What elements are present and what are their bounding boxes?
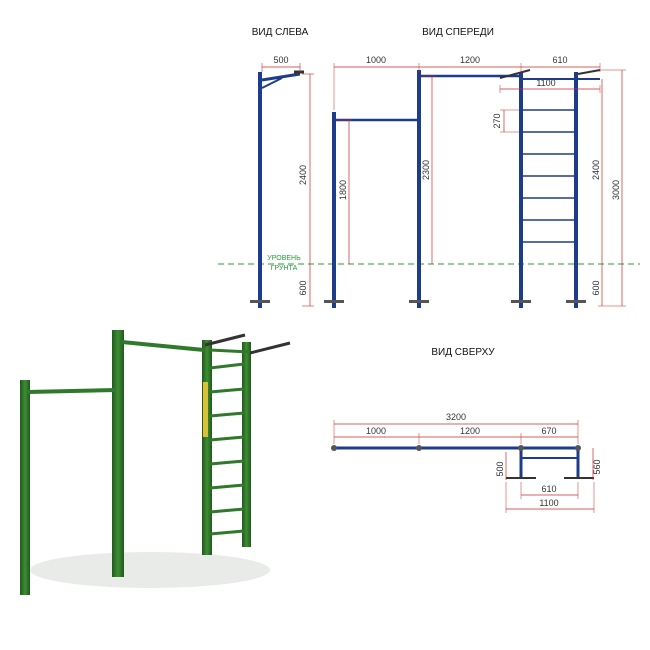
dim-front-w2: 1200 (460, 55, 480, 65)
dim-top-total: 3200 (446, 412, 466, 422)
top-view-title: ВИД СВЕРХУ (431, 347, 495, 358)
dim-left-width: 500 (273, 55, 288, 65)
dim-front-h-3000: 3000 (611, 180, 621, 200)
dim-top-b1: 610 (541, 484, 556, 494)
left-view-drawing (250, 63, 314, 308)
ground-label-1: УРОВЕНЬ (267, 255, 301, 262)
dim-front-w4: 1100 (536, 78, 555, 88)
dim-left-depth: 600 (298, 280, 308, 295)
dim-front-h-mid: 2300 (421, 160, 431, 180)
dim-left-height: 2400 (298, 165, 308, 185)
dim-front-h-low: 1800 (338, 180, 348, 200)
equipment-render (20, 330, 291, 595)
ground-label-2: ГРУНТА (271, 265, 298, 272)
dim-top-b2: 1100 (539, 498, 558, 508)
dim-front-depth: 600 (591, 280, 601, 295)
dim-front-h-2400: 2400 (591, 160, 601, 180)
left-view-title: ВИД СЛЕВА (252, 27, 309, 38)
front-view-drawing (324, 63, 626, 308)
dim-top-w1: 1000 (366, 426, 386, 436)
dim-front-step: 270 (492, 113, 502, 128)
dim-top-w2: 1200 (460, 426, 480, 436)
top-view-drawing (331, 420, 595, 513)
dim-top-w3: 670 (541, 426, 556, 436)
dim-top-d1: 500 (495, 461, 505, 476)
dim-top-d2: 560 (592, 459, 602, 474)
dim-front-w3: 610 (552, 55, 567, 65)
front-view-title: ВИД СПЕРЕДИ (422, 27, 494, 38)
dim-front-w1: 1000 (366, 55, 386, 65)
